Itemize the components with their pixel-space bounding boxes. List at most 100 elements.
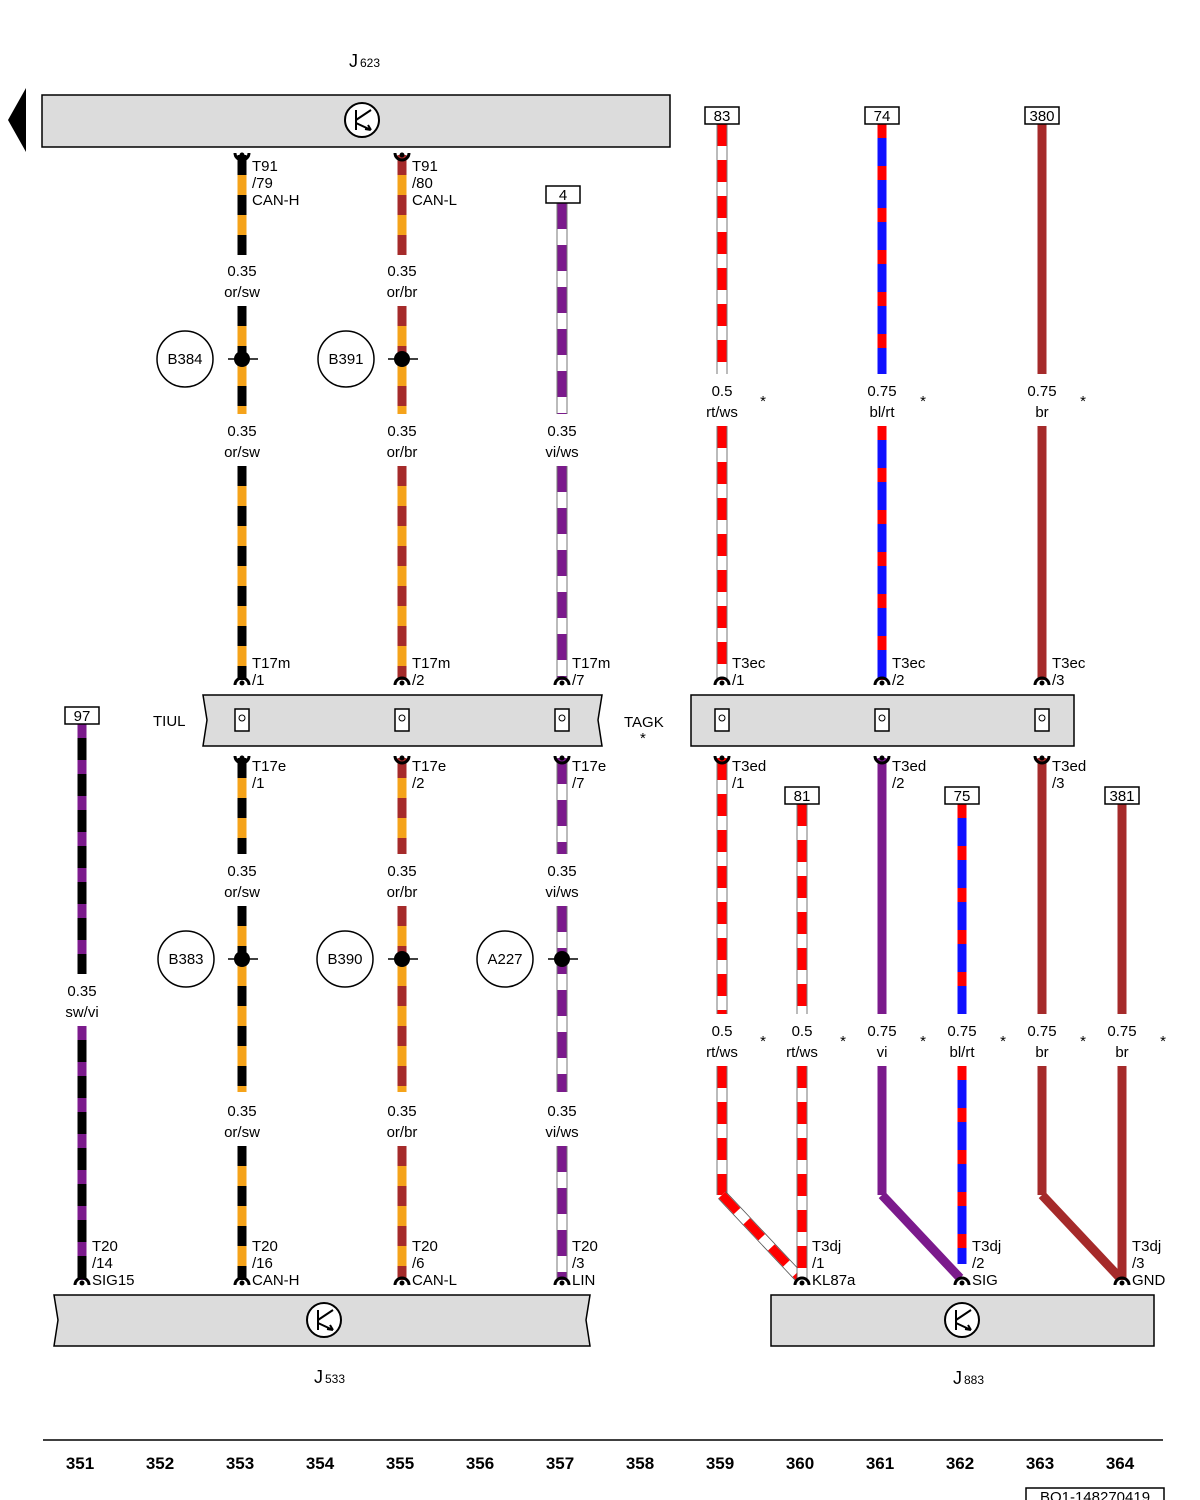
svg-text:0.35: 0.35 — [227, 1103, 256, 1120]
svg-text:GND: GND — [1132, 1272, 1166, 1289]
wire-label: 0.35 or/br — [387, 423, 418, 461]
ref-381[interactable]: 381 — [1104, 786, 1140, 805]
svg-text:/16: /16 — [252, 1255, 273, 1272]
connector-pin-icon — [713, 676, 731, 686]
ref-75[interactable]: 75 — [944, 786, 980, 805]
svg-text:/7: /7 — [572, 672, 585, 689]
svg-text:/1: /1 — [812, 1255, 825, 1272]
pin-label-t3ec-3: T3ec/3 — [1052, 655, 1086, 689]
j883-sub: 883 — [964, 1373, 984, 1387]
j533-symbol-icon — [306, 1302, 342, 1338]
ref-97[interactable]: 97 — [64, 706, 100, 725]
svg-text:T17m: T17m — [252, 655, 290, 672]
pin-label-t17e-2: T17e/2 — [412, 758, 446, 792]
splice-b391: B391 — [317, 330, 418, 388]
j623-prefix: J — [349, 51, 358, 71]
svg-text:or/sw: or/sw — [224, 284, 260, 301]
svg-text:0.35: 0.35 — [547, 863, 576, 880]
connector-pin-icon — [713, 755, 731, 765]
svg-text:T3ed: T3ed — [1052, 758, 1086, 775]
svg-text:T3ec: T3ec — [892, 655, 926, 672]
connector-pin-icon — [1113, 1276, 1131, 1286]
column-number: 357 — [546, 1454, 574, 1473]
column-number: 361 — [866, 1454, 894, 1473]
svg-text:or/br: or/br — [387, 284, 418, 301]
svg-text:or/sw: or/sw — [224, 1124, 260, 1141]
svg-text:/2: /2 — [892, 672, 905, 689]
pin-label-t17m-2: T17m/2 — [412, 655, 450, 689]
connector-pin-icon — [793, 1276, 811, 1286]
wire-label: 0.35 or/sw — [224, 1103, 260, 1141]
svg-text:0.35: 0.35 — [387, 1103, 416, 1120]
wires — [77, 124, 1127, 1282]
svg-text:vi: vi — [877, 1044, 888, 1061]
ref-4[interactable]: 4 — [545, 185, 581, 204]
svg-text:/1: /1 — [732, 775, 745, 792]
ref-380[interactable]: 380 — [1024, 106, 1060, 125]
ref-81[interactable]: 81 — [784, 786, 820, 805]
svg-text:/2: /2 — [972, 1255, 985, 1272]
svg-text:0.35: 0.35 — [387, 423, 416, 440]
svg-text:0.35: 0.35 — [67, 983, 96, 1000]
connector-pin-icon — [873, 755, 891, 765]
svg-text:*: * — [760, 1033, 766, 1050]
svg-text:/3: /3 — [1052, 775, 1065, 792]
ref-81-label: 81 — [794, 788, 811, 805]
svg-text:/80: /80 — [412, 175, 433, 192]
connector-pin-icon — [553, 676, 571, 686]
column-number: 363 — [1026, 1454, 1054, 1473]
connector-pin-icon — [1033, 755, 1051, 765]
connector-pin-icon — [73, 1276, 91, 1286]
svg-text:/3: /3 — [1052, 672, 1065, 689]
svg-text:T17e: T17e — [412, 758, 446, 775]
j623-symbol-icon — [344, 102, 380, 138]
tiul-label: TIUL — [153, 713, 186, 730]
inline-pin-dot-icon — [238, 714, 246, 722]
svg-text:0.35: 0.35 — [227, 263, 256, 280]
wire-label: 0.35 or/sw — [224, 263, 260, 301]
ref-74[interactable]: 74 — [864, 106, 900, 125]
column-number: 351 — [66, 1454, 94, 1473]
svg-text:/1: /1 — [252, 672, 265, 689]
inline-pin-icon — [394, 708, 410, 732]
column-number: 353 — [226, 1454, 254, 1473]
j883-symbol-icon — [944, 1302, 980, 1338]
svg-text:*: * — [920, 393, 926, 410]
svg-text:or/sw: or/sw — [224, 444, 260, 461]
wire-label: 0.5rt/ws* — [706, 383, 766, 421]
svg-text:or/br: or/br — [387, 444, 418, 461]
ref-83[interactable]: 83 — [704, 106, 740, 125]
column-number: 359 — [706, 1454, 734, 1473]
svg-text:vi/ws: vi/ws — [545, 1124, 578, 1141]
svg-text:0.35: 0.35 — [387, 863, 416, 880]
svg-text:/1: /1 — [732, 672, 745, 689]
column-number: 354 — [306, 1454, 335, 1473]
ref-4-label: 4 — [559, 187, 567, 204]
ref-83-label: 83 — [714, 108, 731, 125]
ref-74-label: 74 — [874, 108, 891, 125]
connector-pin-icon — [1033, 676, 1051, 686]
inline-pin-dot-icon — [718, 714, 726, 722]
connector-pin-icon — [233, 152, 251, 162]
column-number: 364 — [1106, 1454, 1135, 1473]
svg-text:/2: /2 — [412, 672, 425, 689]
wire-segment — [878, 1191, 964, 1282]
svg-text:0.35: 0.35 — [547, 1103, 576, 1120]
page-link-arrow-icon[interactable] — [8, 88, 26, 152]
svg-text:T3ec: T3ec — [1052, 655, 1086, 672]
svg-text:0.75: 0.75 — [1027, 1023, 1056, 1040]
svg-text:T91: T91 — [252, 158, 278, 175]
pin-label-t3ec-1: T3ec/1 — [732, 655, 766, 689]
pin-label-t3ed-3: T3ed/3 — [1052, 758, 1086, 792]
